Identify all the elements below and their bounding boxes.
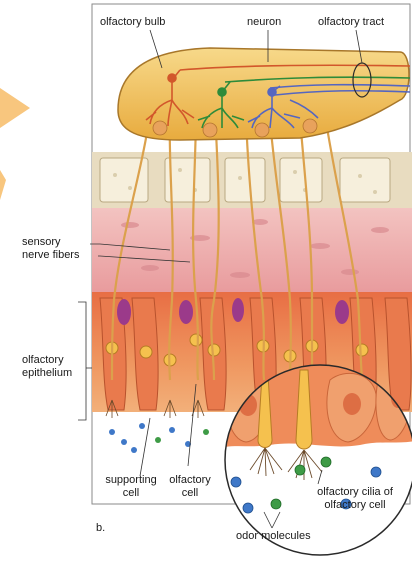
- label-olfactory-cell-1: olfactory: [164, 474, 216, 486]
- label-panel-letter: b.: [96, 522, 105, 534]
- label-supporting-cell-1: supporting: [100, 474, 162, 486]
- label-olfactory-epithelium-2: epithelium: [22, 367, 72, 379]
- accent-wedge: [0, 88, 30, 128]
- label-olfactory-tract: olfactory tract: [318, 16, 384, 28]
- label-olfactory-epithelium-1: olfactory: [22, 354, 64, 366]
- label-odor-molecules: odor molecules: [236, 530, 311, 542]
- label-olfactory-cilia-1: olfactory cilia of: [300, 486, 410, 498]
- label-supporting-cell-2: cell: [100, 487, 162, 499]
- bone-blocks: [100, 158, 390, 202]
- label-olfactory-bulb: olfactory bulb: [100, 16, 165, 28]
- label-nerve-fibers: nerve fibers: [22, 249, 102, 261]
- accent-wedge-2: [0, 170, 6, 200]
- label-olfactory-cilia-2: olfactory cell: [300, 499, 410, 511]
- label-neuron: neuron: [247, 16, 281, 28]
- label-olfactory-cell-2: cell: [164, 487, 216, 499]
- label-sensory: sensory: [22, 236, 88, 248]
